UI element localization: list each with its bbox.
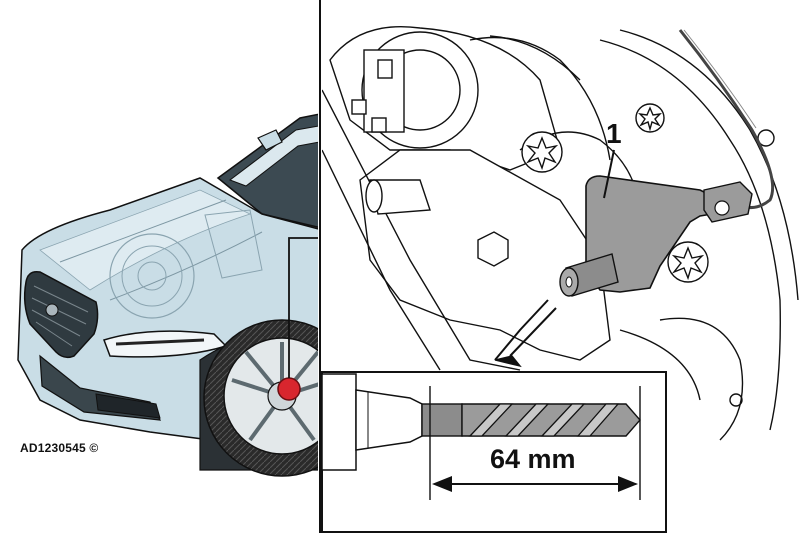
location-marker-icon bbox=[277, 377, 301, 401]
drill-bit-inset bbox=[321, 371, 667, 533]
callout-number: 1 bbox=[606, 118, 622, 149]
hex-bolt-icon bbox=[477, 231, 509, 267]
dimension-label: 64 mm bbox=[490, 444, 576, 474]
brake-pad-wear-sensor-icon bbox=[585, 175, 713, 293]
torx-bolt-icon bbox=[667, 241, 709, 283]
torx-bolt-icon bbox=[635, 103, 665, 133]
torx-bolt-icon bbox=[521, 131, 563, 173]
car-front-view bbox=[17, 113, 318, 477]
figure-reference-code: AD1230545 © bbox=[20, 441, 99, 455]
brake-assembly-detail bbox=[322, 25, 799, 441]
